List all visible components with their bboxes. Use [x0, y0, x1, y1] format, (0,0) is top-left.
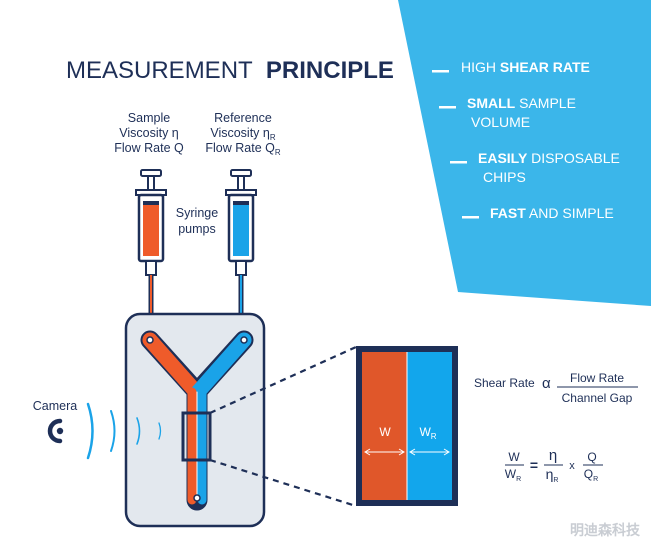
y-channel — [140, 330, 254, 511]
camera-signal-waves — [86, 402, 162, 460]
svg-text:Syringe: Syringe — [176, 206, 218, 220]
sample-stream — [362, 352, 407, 500]
shear-rate-formula: Shear Rate α Flow Rate Channel Gap — [474, 371, 638, 405]
svg-text:Channel Gap: Channel Gap — [562, 391, 633, 405]
svg-text:W: W — [508, 450, 520, 464]
svg-text:=: = — [530, 457, 538, 473]
feature-dash — [439, 106, 456, 109]
svg-text:Sample: Sample — [128, 111, 170, 125]
page-title: MEASUREMENT PRINCIPLE — [66, 57, 394, 84]
svg-text:x: x — [569, 460, 575, 472]
svg-text:Flow Rate: Flow Rate — [570, 371, 624, 385]
feature-item-fast-simple: FAST AND SIMPLE — [490, 205, 614, 221]
feature-panel — [398, 0, 651, 306]
reference-stream — [407, 352, 452, 500]
svg-text:Flow Rate QR: Flow Rate QR — [205, 141, 280, 157]
feature-item-small-sample-line2: VOLUME — [471, 114, 530, 130]
sample-syringe — [135, 169, 167, 325]
reference-syringe — [225, 169, 257, 325]
feature-list: HIGH SHEAR RATE SMALL SAMPLE VOLUME EASI… — [432, 59, 620, 221]
magnified-channel: W WR — [356, 346, 458, 506]
ratio-formula: W WR = η ηR x Q QR — [505, 447, 603, 484]
feature-item-easily-disposable-line2: CHIPS — [483, 169, 526, 185]
syringe-pumps-label: Syringe pumps — [176, 206, 218, 236]
inspection-window — [181, 411, 212, 462]
svg-text:Q: Q — [587, 450, 596, 464]
svg-text:Viscosity η: Viscosity η — [119, 126, 179, 140]
feature-dash — [450, 161, 467, 164]
svg-text:Reference: Reference — [214, 111, 272, 125]
feature-dash — [462, 216, 479, 219]
svg-text:pumps: pumps — [178, 222, 216, 236]
svg-text:α: α — [542, 375, 551, 392]
svg-text:ηR: ηR — [546, 466, 559, 484]
reference-fluid — [233, 205, 249, 256]
camera-label: Camera — [33, 399, 78, 413]
feature-item-high-shear-rate: HIGH SHEAR RATE — [461, 59, 590, 75]
sample-label: Sample Viscosity η Flow Rate Q — [114, 111, 184, 155]
zoom-line-bottom — [209, 458, 357, 508]
svg-text:QR: QR — [584, 467, 598, 483]
svg-text:η: η — [549, 447, 557, 464]
svg-text:WR: WR — [505, 467, 521, 483]
title-light: MEASUREMENT — [66, 57, 253, 84]
reference-label: Reference Viscosity ηR Flow Rate QR — [205, 111, 280, 157]
inlet-port-reference — [240, 336, 248, 344]
inlet-port-sample — [146, 336, 154, 344]
title-bold: PRINCIPLE — [266, 57, 394, 84]
feature-item-easily-disposable: EASILY DISPOSABLE — [478, 150, 620, 166]
sample-fluid — [143, 205, 159, 256]
camera-icon — [47, 418, 64, 444]
width-label-w: W — [379, 425, 391, 439]
svg-text:Flow Rate Q: Flow Rate Q — [114, 141, 184, 155]
watermark: 明迪森科技 — [570, 522, 641, 538]
feature-dash — [432, 70, 449, 73]
feature-item-small-sample: SMALL SAMPLE — [467, 95, 576, 111]
svg-text:Shear Rate: Shear Rate — [474, 376, 535, 390]
svg-text:Viscosity ηR: Viscosity ηR — [210, 126, 276, 142]
zoom-line-top — [209, 345, 357, 415]
width-label-wr: WR — [419, 425, 436, 441]
outlet-port — [193, 494, 201, 502]
